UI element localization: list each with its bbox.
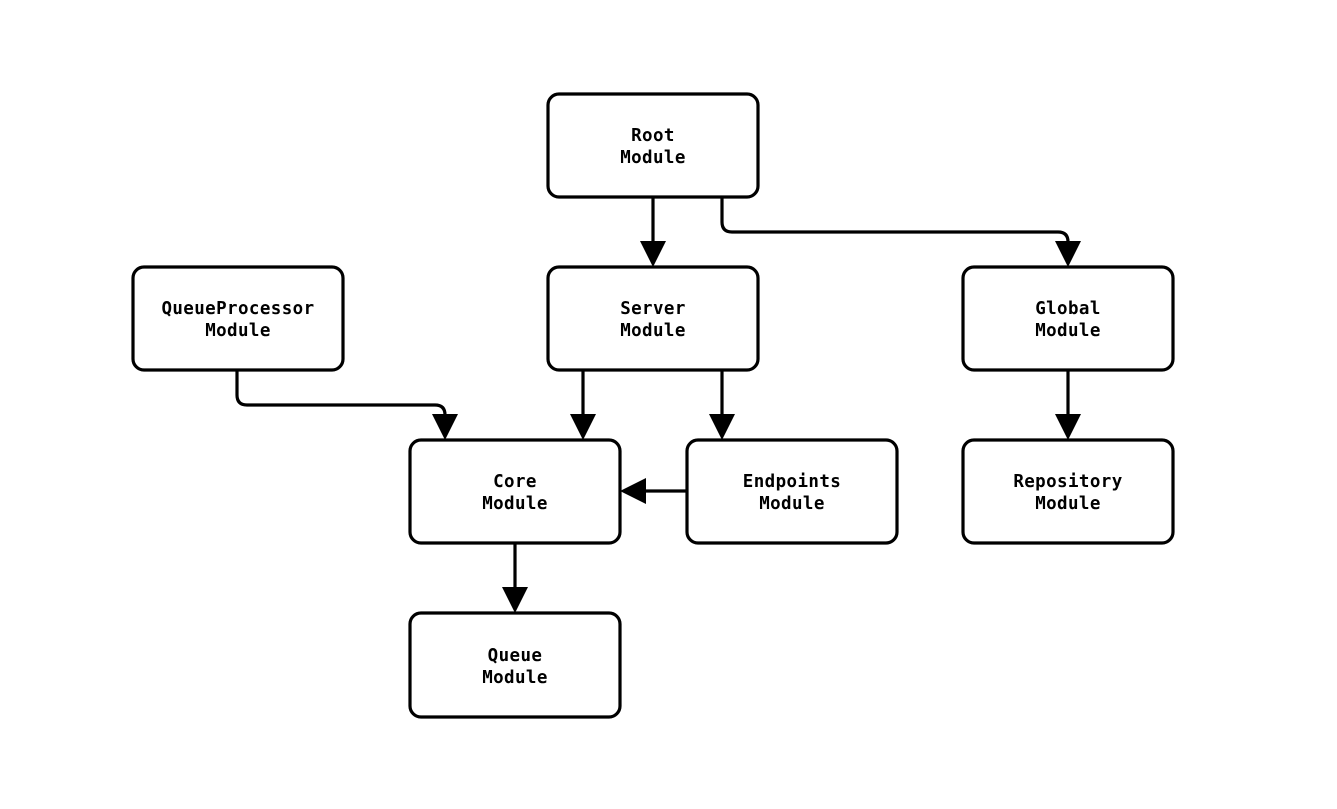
arrowhead-icon (1055, 241, 1081, 267)
node-core-module-label-line2: Module (482, 494, 548, 514)
node-root-module-label-line2: Module (620, 148, 686, 168)
node-queueprocessor-module[interactable]: QueueProcessor Module (131, 265, 345, 372)
arrowhead-icon (432, 414, 458, 440)
node-queue-module-label-line1: Queue (488, 646, 543, 666)
edge-root-to-server (640, 197, 666, 267)
node-queueprocessor-module-box[interactable] (131, 265, 345, 372)
edge-server-to-endpoints (709, 370, 735, 440)
node-layer: Root Module QueueProcessor Module Server… (131, 92, 1175, 719)
node-queue-module[interactable]: Queue Module (408, 611, 622, 719)
node-core-module-box[interactable] (408, 438, 622, 545)
arrowhead-icon (620, 478, 646, 504)
node-server-module-label-line2: Module (620, 321, 686, 341)
node-repository-module-label-line1: Repository (1013, 472, 1122, 492)
arrowhead-icon (709, 414, 735, 440)
node-endpoints-module-label-line2: Module (759, 494, 825, 514)
edge-core-to-queue (502, 543, 528, 613)
node-repository-module-label-line2: Module (1035, 494, 1101, 514)
arrowhead-icon (640, 241, 666, 267)
edge-layer (235, 197, 1081, 613)
node-endpoints-module-box[interactable] (685, 438, 899, 545)
node-queue-module-box[interactable] (408, 611, 622, 719)
arrowhead-icon (570, 414, 596, 440)
node-global-module-label-line2: Module (1035, 321, 1101, 341)
node-queueprocessor-module-label-line2: Module (205, 321, 271, 341)
node-root-module-box[interactable] (546, 92, 760, 199)
node-core-module[interactable]: Core Module (408, 438, 622, 545)
node-endpoints-module-label-line1: Endpoints (743, 472, 841, 492)
node-global-module-box[interactable] (961, 265, 1175, 372)
node-server-module[interactable]: Server Module (546, 265, 760, 372)
node-repository-module-box[interactable] (961, 438, 1175, 545)
node-core-module-label-line1: Core (493, 472, 537, 492)
node-root-module-label-line1: Root (631, 126, 675, 146)
edge-endpoints-to-core (620, 478, 687, 504)
edge-global-to-repository (1055, 370, 1081, 440)
node-queue-module-label-line2: Module (482, 668, 548, 688)
node-repository-module[interactable]: Repository Module (961, 438, 1175, 545)
node-server-module-label-line1: Server (620, 299, 686, 319)
edge-server-to-core (570, 370, 596, 440)
edge-queueprocessor-to-core (235, 370, 458, 440)
node-endpoints-module[interactable]: Endpoints Module (685, 438, 899, 545)
node-global-module-label-line1: Global (1035, 299, 1101, 319)
edge-root-to-global (720, 197, 1081, 267)
arrowhead-icon (1055, 414, 1081, 440)
node-queueprocessor-module-label-line1: QueueProcessor (161, 299, 314, 319)
node-server-module-box[interactable] (546, 265, 760, 372)
node-root-module[interactable]: Root Module (546, 92, 760, 199)
node-global-module[interactable]: Global Module (961, 265, 1175, 372)
arrowhead-icon (502, 587, 528, 613)
